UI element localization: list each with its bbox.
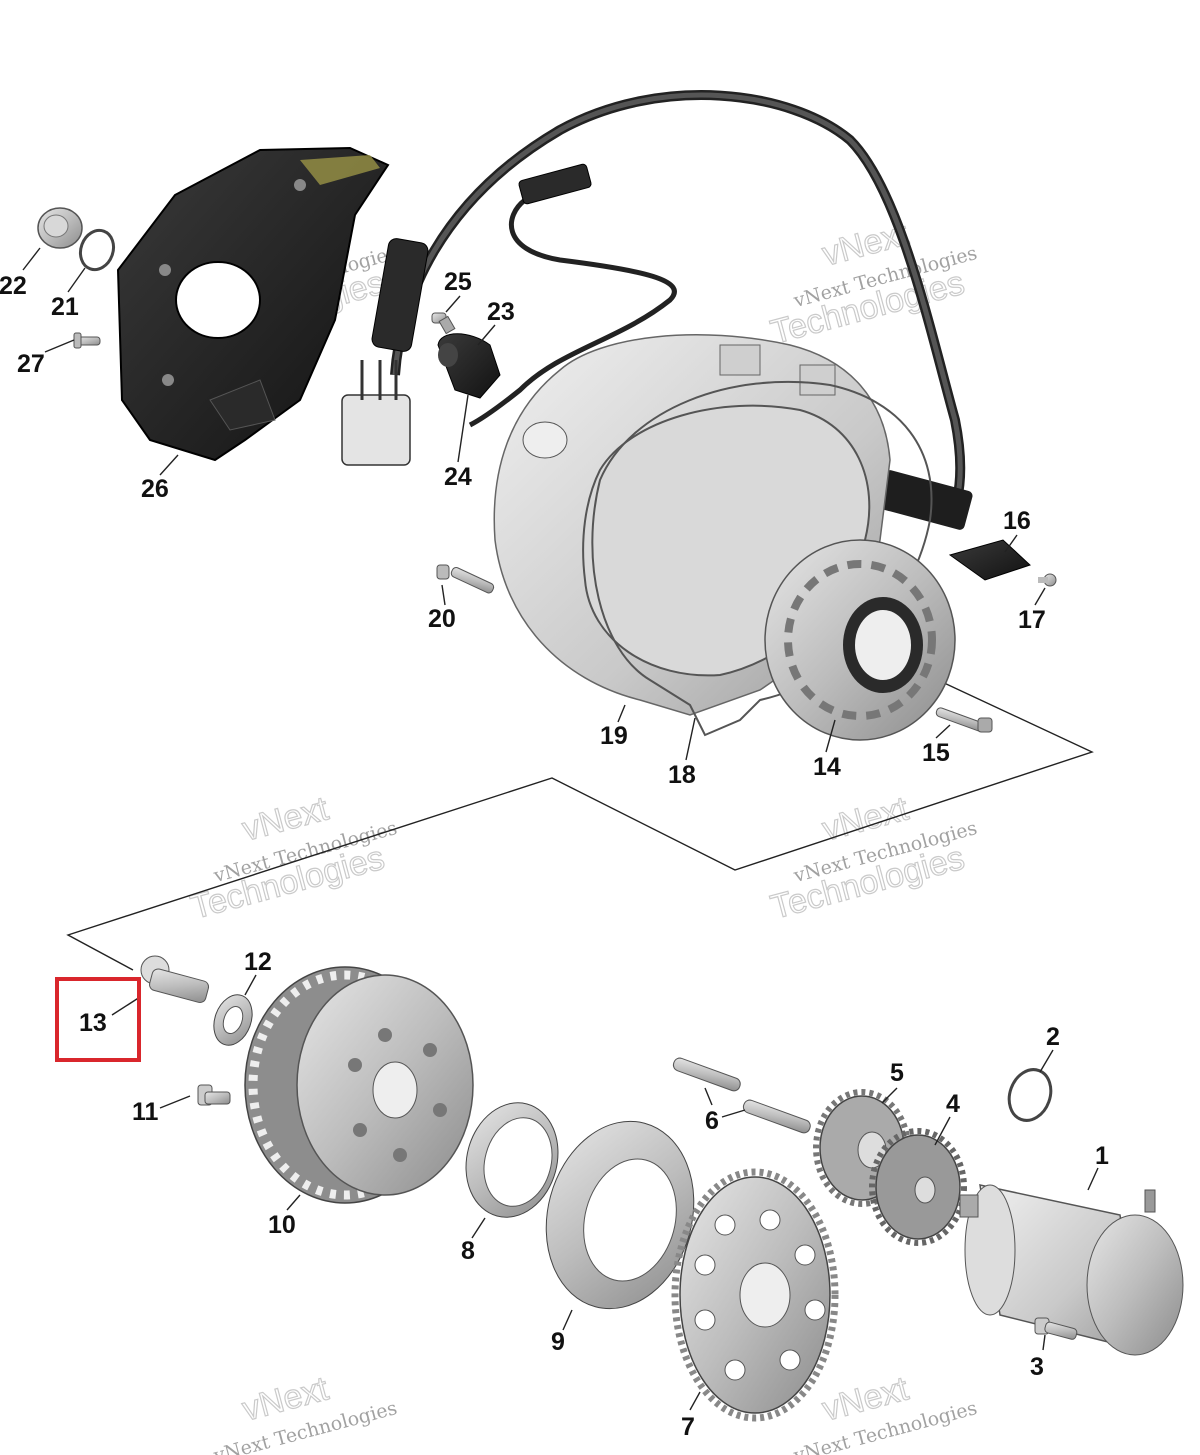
leader-lines [22, 247, 1099, 1411]
part-13-pin [140, 955, 210, 1004]
callout-10: 10 [268, 1211, 296, 1239]
callout-22: 22 [0, 272, 27, 300]
callout-13: 13 [79, 1009, 107, 1037]
callout-27: 27 [17, 350, 45, 378]
callout-6: 6 [705, 1107, 719, 1135]
watermark-mid-left: vNext vNext Technologies Technologies [186, 789, 399, 928]
callout-7: 7 [681, 1413, 695, 1441]
callout-19: 19 [600, 722, 628, 750]
highlight-box-part-13 [55, 977, 141, 1062]
part-25-screw [431, 312, 456, 335]
callout-16: 16 [1003, 507, 1031, 535]
part-9-clutch-plate [545, 1120, 695, 1310]
callout-1: 1 [1095, 1142, 1109, 1170]
part-21-o-ring [78, 228, 116, 272]
part-6-shafts [672, 1057, 811, 1134]
part-16-bracket [948, 539, 1031, 581]
callout-26: 26 [141, 475, 169, 503]
part-3-bolt [1034, 1317, 1078, 1340]
part-7-starter-gear [671, 1168, 839, 1422]
watermark-bottom-left: vNext vNext Technologies [210, 1369, 399, 1455]
callout-20: 20 [428, 605, 456, 633]
callout-18: 18 [668, 761, 696, 789]
part-11-bolt [197, 1084, 231, 1106]
wiring-harness [341, 90, 973, 530]
part-23-sensor [437, 333, 501, 399]
callout-5: 5 [890, 1059, 904, 1087]
callout-9: 9 [551, 1328, 565, 1356]
part-15-bolt [935, 707, 993, 733]
part-27-bolt [73, 332, 101, 349]
part-26-cover [116, 146, 390, 462]
callout-15: 15 [922, 739, 950, 767]
part-10-flywheel [244, 966, 474, 1204]
watermark-mid-right: vNext vNext Technologies Technologies [766, 789, 979, 928]
part-17-screw [1038, 573, 1057, 587]
part-4-gear [869, 1128, 967, 1246]
callout-24: 24 [444, 463, 472, 491]
part-18-gasket [591, 380, 933, 737]
callout-17: 17 [1018, 606, 1046, 634]
callout-25: 25 [444, 268, 472, 296]
part-12-washer [213, 994, 253, 1046]
part-8-bearing [465, 1102, 559, 1218]
callout-21: 21 [51, 293, 79, 321]
part-2-o-ring [1007, 1068, 1053, 1122]
callout-23: 23 [487, 298, 515, 326]
part-14-stator [764, 539, 956, 741]
callout-12: 12 [244, 948, 272, 976]
callout-8: 8 [461, 1237, 475, 1265]
part-20-bolt [436, 564, 495, 594]
part-1-starter-motor [959, 1184, 1184, 1356]
part-22-cap [37, 207, 83, 249]
watermark-top-right: vNext vNext Technologies Technologies [766, 214, 979, 353]
callout-3: 3 [1030, 1353, 1044, 1381]
assembly-bracket-line [66, 681, 1094, 971]
callout-2: 2 [1046, 1023, 1060, 1051]
callout-4: 4 [946, 1090, 960, 1118]
callout-11: 11 [132, 1098, 159, 1126]
callout-14: 14 [813, 753, 841, 781]
